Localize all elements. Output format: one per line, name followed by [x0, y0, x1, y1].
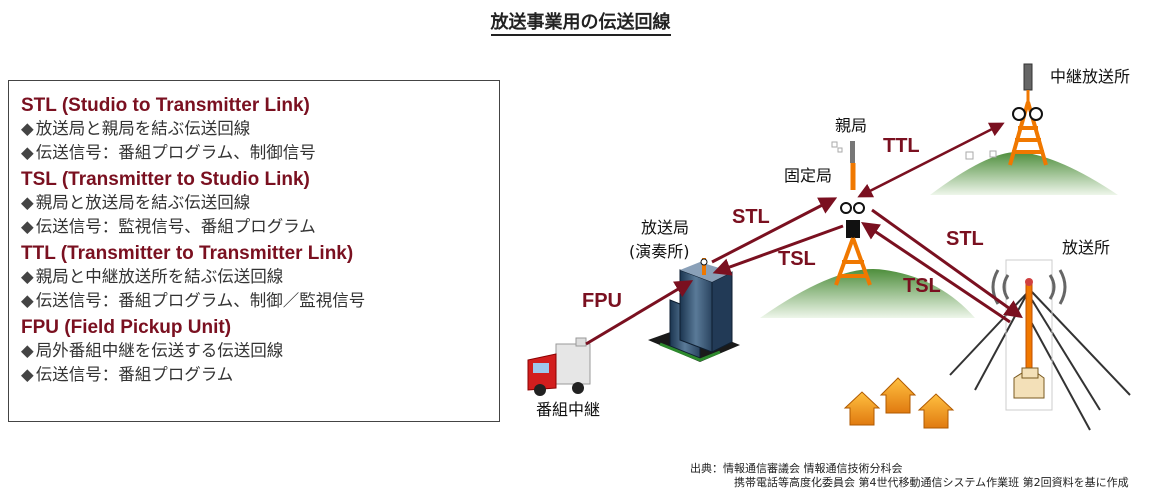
legend-entry-ttl: TTL (Transmitter to Transmitter Link) ◆親…: [21, 242, 487, 313]
ttl-arrow: [857, 122, 1005, 198]
label-stl-right: STL: [946, 228, 984, 250]
hill-parent: [760, 269, 975, 318]
label-transmitting-station: 放送所: [1062, 238, 1110, 257]
source-line-1: 出典：情報通信審議会 情報通信技術分科会: [690, 462, 903, 475]
source-line-2: 携帯電話等高度化委員会 第4世代移動通信システム作業班 第2回資料を基に作成: [734, 476, 1129, 489]
stl-arrow-right: [871, 208, 1023, 319]
legend-box: STL (Studio to Transmitter Link) ◆放送局と親局…: [8, 80, 500, 422]
label-parent-station: 親局: [835, 116, 867, 135]
label-broadcast-station: 放送局: [641, 218, 689, 237]
label-ttl: TTL: [883, 135, 920, 157]
legend-entry-tsl: TSL (Transmitter to Studio Link) ◆親局と放送局…: [21, 168, 487, 239]
tsl-arrow-mid: [712, 224, 844, 276]
legend-line: ◆伝送信号：監視信号、番組プログラム: [21, 217, 316, 236]
label-stl-top: STL: [732, 206, 770, 228]
relay-truck-icon: [527, 337, 591, 396]
legend-line: ◆親局と中継放送所を結ぶ伝送回線: [21, 267, 284, 286]
legend-line: ◆伝送信号：番組プログラム、制御信号: [21, 143, 316, 162]
label-fixed-station: 固定局: [784, 166, 832, 185]
label-tsl-mid: TSL: [778, 248, 816, 270]
legend-title-tsl: TSL (Transmitter to Studio Link): [21, 169, 310, 190]
label-tsl-right: TSL: [903, 275, 941, 297]
studio-building-icon: [648, 258, 740, 362]
stl-arrow-top: [711, 197, 838, 264]
fpu-arrow: [585, 280, 694, 346]
legend-line: ◆親局と放送局を結ぶ伝送回線: [21, 193, 251, 212]
hill-relay: [930, 151, 1118, 195]
houses-icon: [843, 377, 955, 429]
legend-entry-stl: STL (Studio to Transmitter Link) ◆放送局と親局…: [21, 94, 487, 165]
legend-line: ◆局外番組中継を伝送する伝送回線: [21, 341, 284, 360]
tsl-arrow-right: [861, 221, 1011, 324]
page-title: 放送事業用の伝送回線: [0, 8, 1161, 36]
legend-title-stl: STL (Studio to Transmitter Link): [21, 95, 310, 116]
parent-tower-icon: [831, 141, 872, 286]
source-note: 出典：情報通信審議会 情報通信技術分科会 携帯電話等高度化委員会 第4世代移動通…: [690, 462, 1129, 490]
label-fpu: FPU: [582, 290, 622, 312]
legend-line: ◆伝送信号：番組プログラム: [21, 365, 234, 384]
label-relay-station: 中継放送所: [1050, 67, 1130, 86]
legend-entry-fpu: FPU (Field Pickup Unit) ◆局外番組中継を伝送する伝送回線…: [21, 316, 487, 387]
label-studio: (演奏所): [629, 242, 690, 261]
label-remote-relay: 番組中継: [536, 400, 600, 419]
legend-line: ◆伝送信号：番組プログラム、制御／監視信号: [21, 291, 366, 310]
legend-line: ◆放送局と親局を結ぶ伝送回線: [21, 119, 251, 138]
legend-title-fpu: FPU (Field Pickup Unit): [21, 317, 232, 338]
legend-title-ttl: TTL (Transmitter to Transmitter Link): [21, 243, 354, 264]
relay-tower-icon: [965, 63, 1048, 166]
